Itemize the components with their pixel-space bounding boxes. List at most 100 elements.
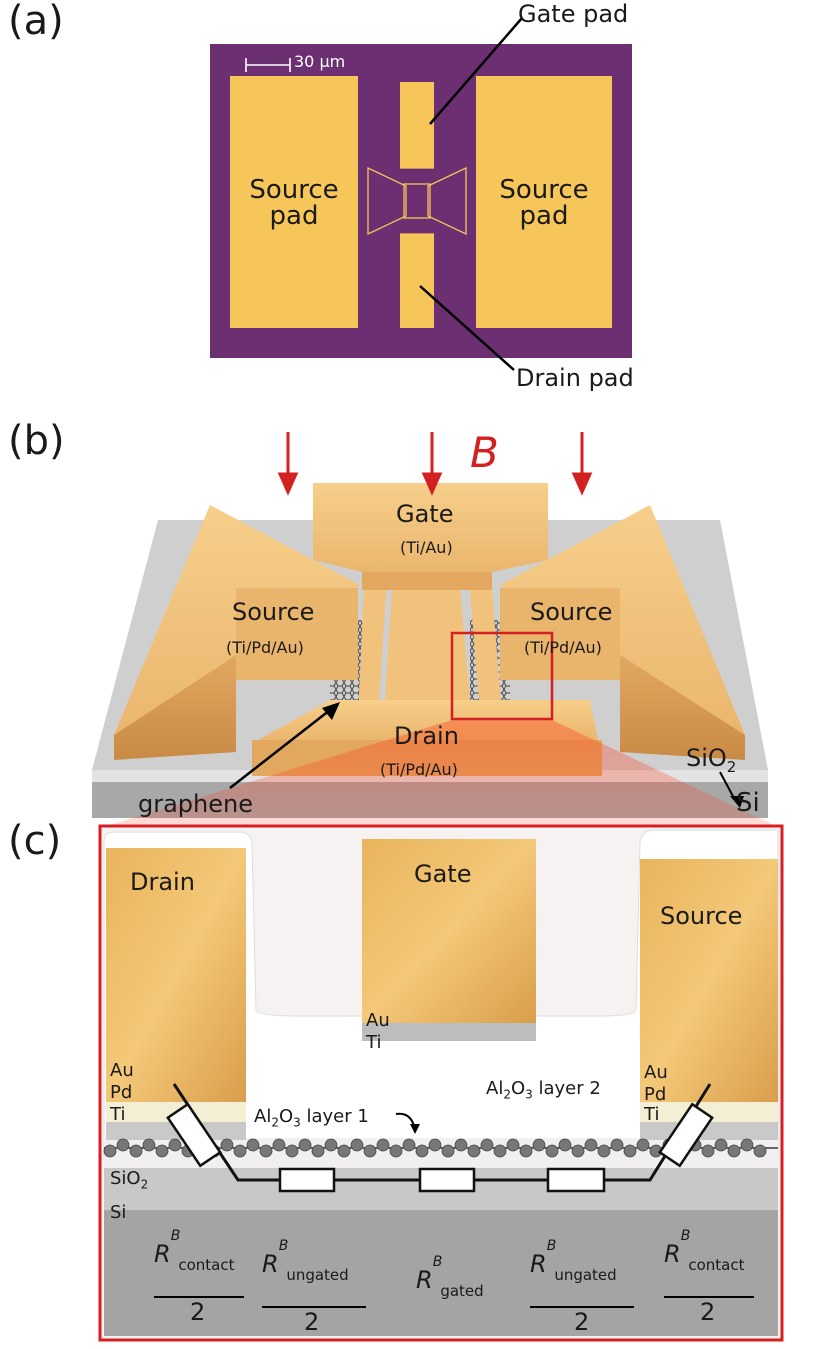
graphene-atom: [350, 1138, 364, 1152]
graphene-pointer: [229, 709, 331, 789]
graphene-atom: [298, 1138, 312, 1152]
source-ti: [640, 1122, 778, 1140]
drain-pad-pointer: [419, 285, 515, 371]
source-right-front: [500, 588, 620, 680]
drain-gold: [106, 848, 246, 1102]
source-c-label: Source: [660, 902, 743, 930]
gate-finger-left: [358, 565, 388, 715]
graphene-atom: [168, 1138, 182, 1152]
gate-pad-label: Gate pad: [518, 0, 629, 28]
graphene-atom: [558, 1138, 572, 1152]
graphene-atom: [337, 1144, 351, 1158]
graphene-atom: [402, 1138, 416, 1152]
resistors: [166, 1102, 714, 1193]
scale-bar-label: 30 μm: [294, 52, 346, 71]
graphene-atom: [233, 1144, 247, 1158]
graphene-atom: [701, 1144, 715, 1158]
gate-pad-top: [313, 483, 548, 572]
graphene-atom: [441, 1144, 455, 1158]
graphene-atom: [519, 1144, 533, 1158]
r-contact-left-den: 2: [190, 1298, 206, 1326]
graphene-atom: [129, 1144, 143, 1158]
graphene-atom: [415, 1144, 429, 1158]
graphene-atom: [155, 1144, 169, 1158]
left-ti: Ti: [110, 1104, 126, 1125]
panel-a-label: (a): [8, 0, 64, 44]
gate-au: Au: [366, 1010, 390, 1031]
r-contact-right-label: R B contact: [664, 1228, 745, 1274]
source-left-label: Source: [232, 598, 315, 626]
graphene-atom: [584, 1138, 598, 1152]
gate-label: Gate: [396, 500, 454, 528]
right-au: Au: [644, 1062, 668, 1083]
graphene-atom: [259, 1144, 273, 1158]
graphene-atom: [428, 1138, 442, 1152]
drain-label: Drain: [394, 722, 459, 750]
drain-metal-label: (Ti/Pd/Au): [380, 760, 458, 779]
r-ungated-right-den: 2: [574, 1308, 590, 1336]
gate-c-label: Gate: [414, 860, 472, 888]
zoom-beam: [100, 720, 780, 828]
right-pd: Pd: [644, 1084, 667, 1105]
al2o3-1-pointer-head: [410, 1124, 420, 1134]
graphene-atom: [545, 1144, 559, 1158]
graphene-label: graphene: [138, 790, 253, 818]
graphene-atom: [285, 1144, 299, 1158]
source-pd: [640, 1102, 778, 1122]
graphene-atom: [454, 1138, 468, 1152]
graphene-atom: [363, 1144, 377, 1158]
zoom-box: [450, 631, 554, 721]
r-gated-label: R B gated: [416, 1254, 484, 1300]
drain-pad: [400, 234, 434, 328]
graphene-atom: [636, 1138, 650, 1152]
graphene-atom: [103, 1144, 117, 1158]
graphene-atom: [740, 1138, 754, 1152]
si-c-label: Si: [110, 1202, 127, 1223]
r-ungated-left-den: 2: [304, 1308, 320, 1336]
panel-b-label: (b): [8, 418, 65, 464]
panel-c-label: (c): [8, 818, 62, 864]
sio2-label: SiO2: [686, 744, 737, 776]
graphene-atom: [727, 1144, 741, 1158]
source-left-metal-label: (Ti/Pd/Au): [226, 638, 304, 657]
left-pd: Pd: [110, 1082, 133, 1103]
panel-a-micrograph: [210, 17, 632, 371]
al2o3-1-label: Al2O3 layer 1: [254, 1106, 369, 1130]
gate-pad-front: [362, 572, 492, 590]
al2o3-1-pointer: [395, 1112, 415, 1127]
si-band: [104, 1210, 778, 1336]
source-left-face: [114, 655, 236, 760]
panel-b-device-3d: [92, 432, 780, 828]
zoom-frame: [98, 824, 784, 1342]
drain-pad-label: Drain pad: [516, 364, 634, 392]
graphene-atom: [246, 1138, 260, 1152]
source-right-face: [620, 655, 745, 760]
right-ti: Ti: [644, 1104, 660, 1125]
graphene-atom: [220, 1138, 234, 1152]
gate-pad: [400, 82, 434, 168]
drain-finger: [385, 590, 470, 700]
sio2-pointer-head: [730, 796, 744, 808]
gate-ti-label: Ti: [366, 1032, 382, 1053]
si-label: Si: [736, 788, 760, 818]
gate-pad-pointer: [429, 17, 523, 125]
graphene-pointer-head: [322, 702, 340, 720]
al2o3-2-label: Al2O3 layer 2: [486, 1078, 601, 1102]
graphene-atom: [116, 1138, 130, 1152]
drain-c-label: Drain: [130, 868, 195, 896]
graphene-atom: [480, 1138, 494, 1152]
graphene-atom: [610, 1138, 624, 1152]
r-contact-right-den: 2: [700, 1298, 716, 1326]
r-contact-left-label: R B contact: [154, 1228, 235, 1274]
graphene-atom: [623, 1144, 637, 1158]
gate-ti: [362, 1023, 536, 1041]
source-pad-right: [476, 76, 612, 328]
device-region: [367, 166, 467, 236]
r-ungated-right-label: R B ungated: [530, 1238, 617, 1284]
gate-finger-right: [468, 565, 502, 715]
source-gold: [640, 859, 778, 1102]
graphene-atom: [506, 1138, 520, 1152]
